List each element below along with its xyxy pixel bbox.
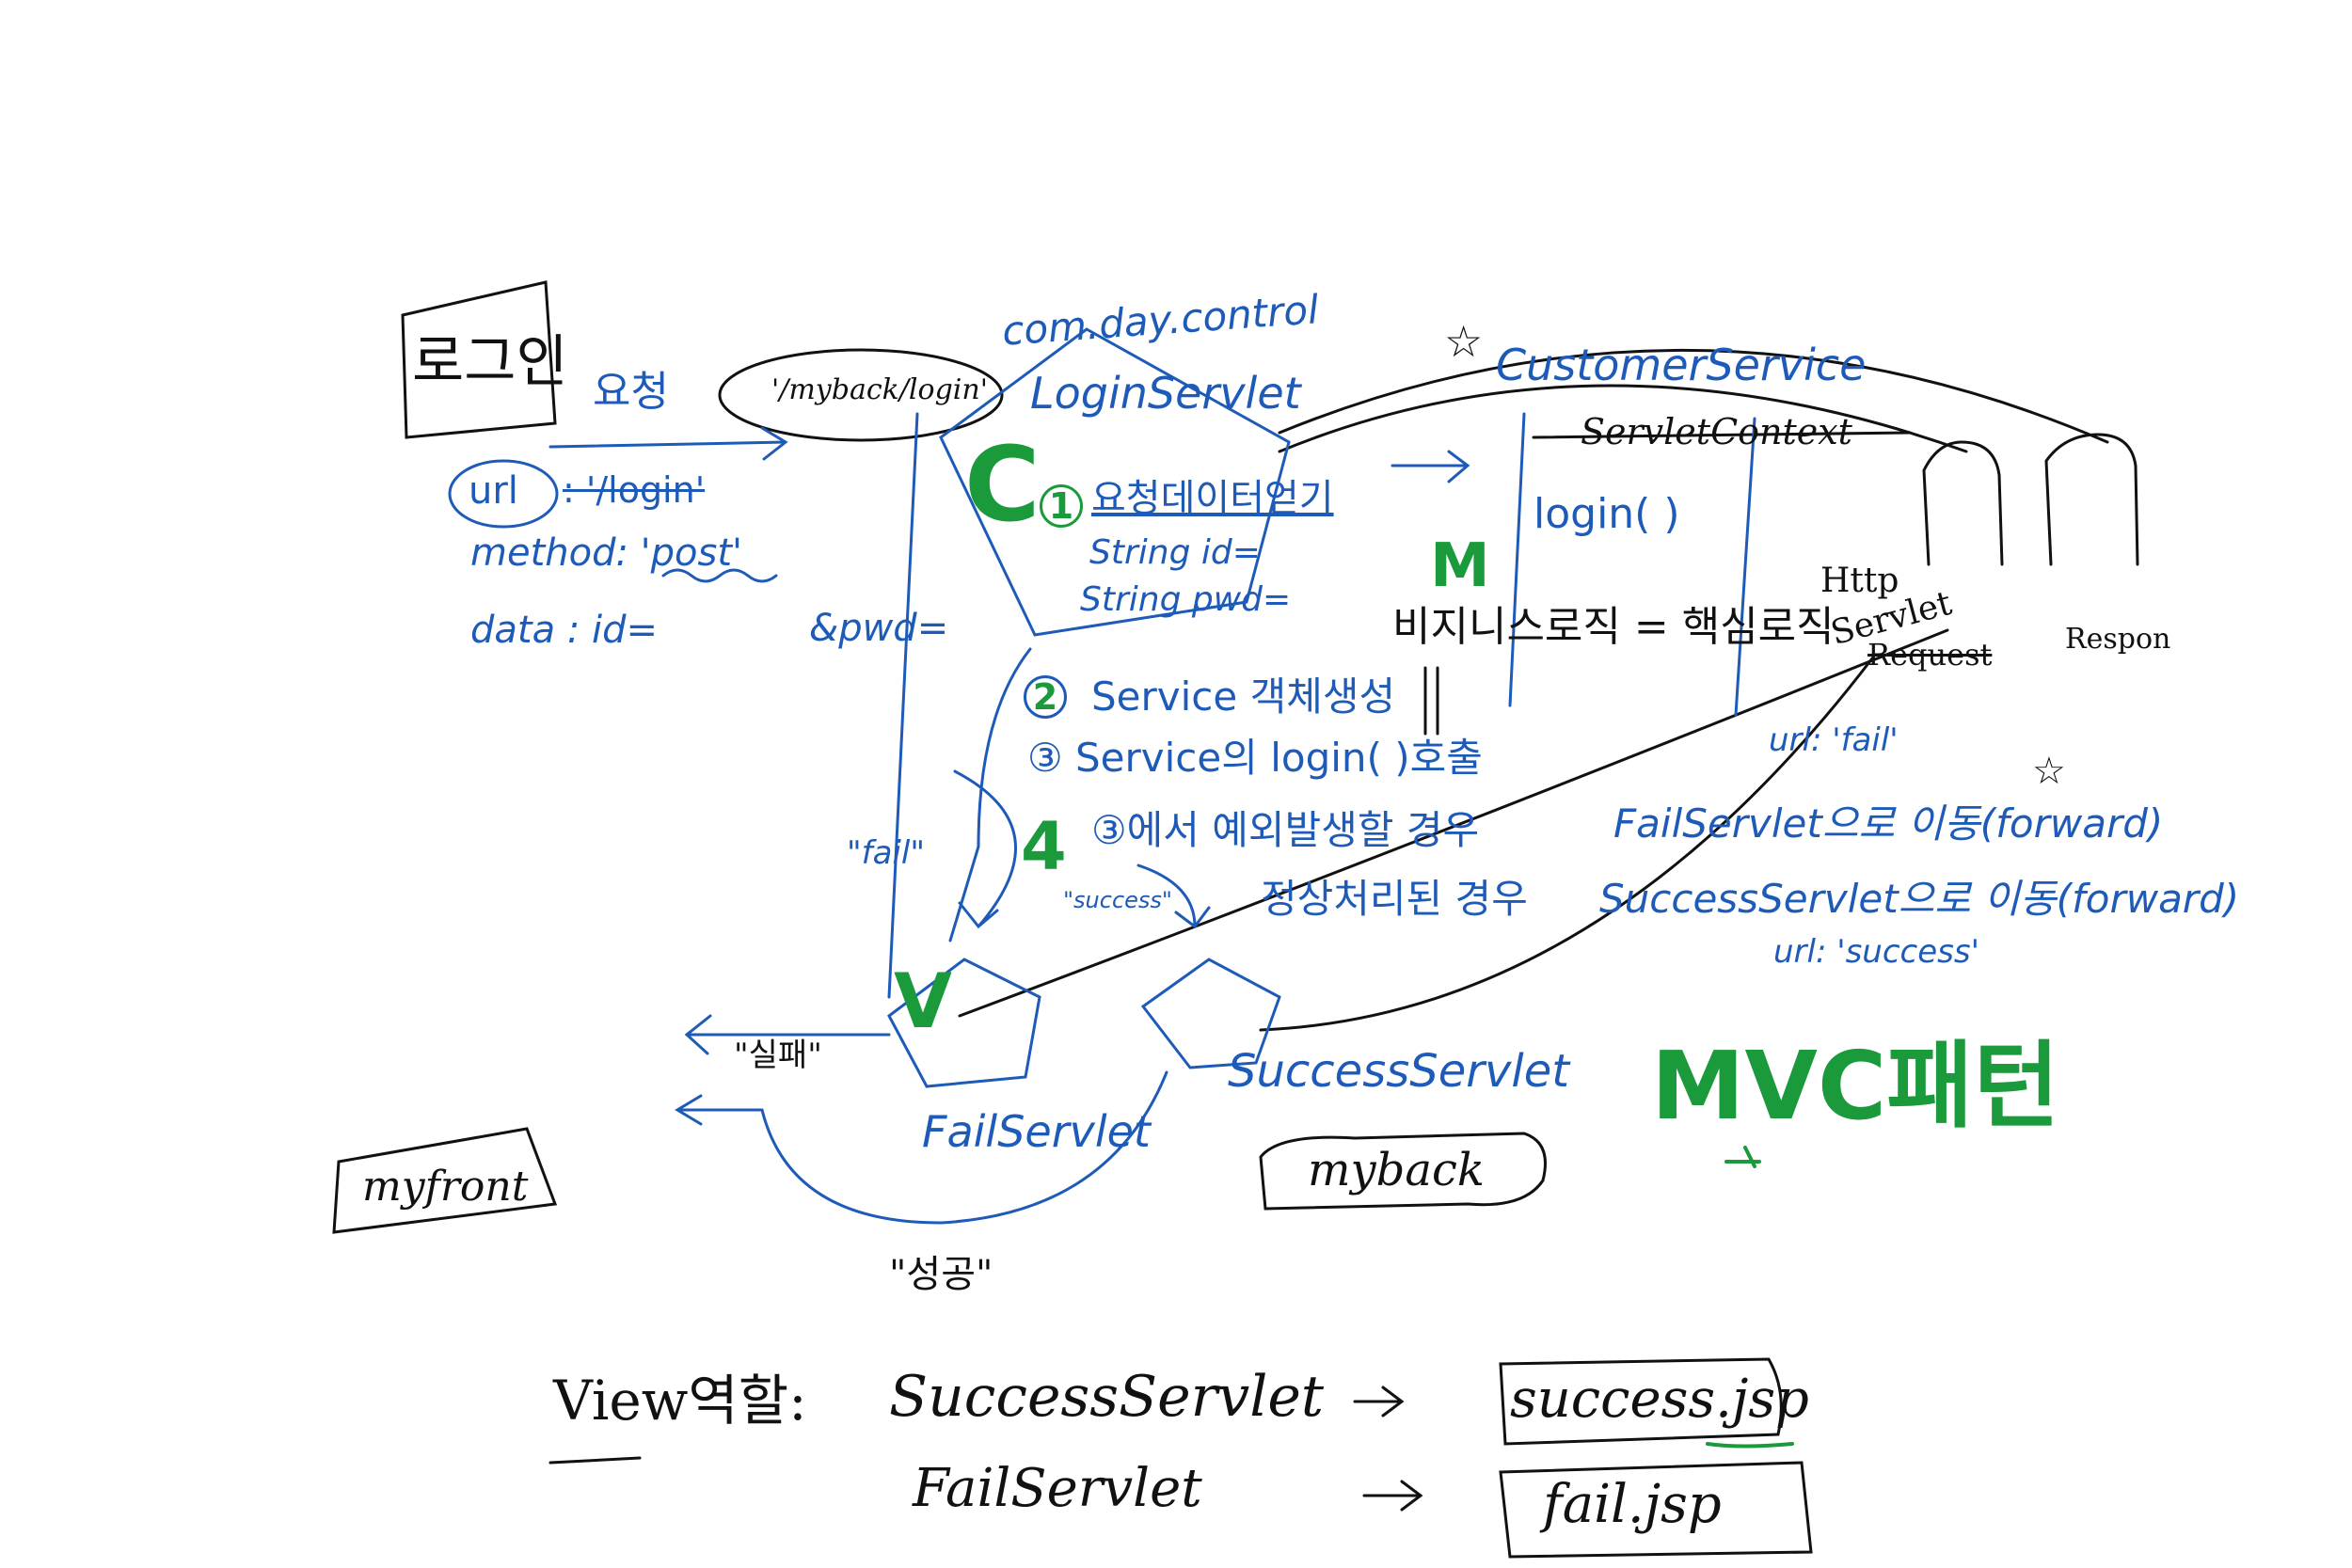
request-label: Request xyxy=(1867,637,1993,673)
request-box xyxy=(1922,440,2004,566)
success-result: "성공" xyxy=(889,1253,993,1296)
url-fail: url: 'fail' xyxy=(1769,721,1899,759)
fail-result: "실패" xyxy=(734,1037,822,1074)
success-servlet-pentagon xyxy=(1140,958,1281,1069)
fail-quote: "fail" xyxy=(847,834,925,872)
step2-num: 2 xyxy=(1024,675,1067,719)
fail-jsp-label: fail.jsp xyxy=(1543,1474,1722,1535)
login-box-outline xyxy=(401,280,557,439)
response-label: Respon xyxy=(2065,623,2171,656)
success-forward: SuccessServlet으로 이동(forward) xyxy=(1599,876,2240,922)
step1-num: 1 xyxy=(1040,484,1083,528)
arrow-success xyxy=(1353,1386,1405,1418)
response-box xyxy=(2044,433,2139,566)
fail-jsp-box xyxy=(1499,1461,1813,1559)
myfront-box xyxy=(332,1127,558,1234)
myfront-label: myfront xyxy=(362,1163,529,1211)
string-pwd: String pwd= xyxy=(1080,580,1292,619)
url-value: : '/login' xyxy=(563,469,706,511)
data-line: data : id= xyxy=(470,609,659,652)
star-mark: ☆ xyxy=(1444,316,1484,367)
step4b-text: 정상처리된 경우 xyxy=(1261,876,1528,922)
customer-service-label: CustomerService xyxy=(1496,340,1867,390)
step1-text: 요청데이터얻기 xyxy=(1091,477,1334,520)
bottom-fail-servlet: FailServlet xyxy=(913,1458,1202,1519)
mvc-title: MVC패턴 xyxy=(1651,1031,2060,1141)
login-servlet-label: LoginServlet xyxy=(1030,368,1301,419)
url-key: url xyxy=(469,469,518,513)
http-label: Http xyxy=(1820,562,1899,600)
model-letter: M xyxy=(1430,531,1490,601)
step4a-text: ③에서 예외발생할 경우 xyxy=(1091,807,1480,853)
url-bubble-text: '/myback/login' xyxy=(771,373,988,406)
success-servlet-label: SuccessServlet xyxy=(1228,1045,1570,1098)
method-line: method: 'post' xyxy=(470,531,743,575)
steps-bracket xyxy=(948,647,1032,942)
success-arrow xyxy=(1136,863,1211,929)
success-quote: "success" xyxy=(1063,887,1172,913)
url-success: url: 'success' xyxy=(1773,933,1979,971)
line-success-to-request xyxy=(1259,657,1874,1032)
struck-servletcontext: ServletContext xyxy=(1581,411,1852,452)
view-role-label: View역할: xyxy=(553,1369,807,1433)
fail-arrow xyxy=(953,769,1018,929)
request-label: 요청 xyxy=(593,368,669,416)
login-box-label: 로그인 xyxy=(412,329,568,395)
string-id: String id= xyxy=(1089,533,1261,572)
step4-num: 4 xyxy=(1021,808,1067,885)
step3-text: ③ Service의 login( )호출 xyxy=(1027,735,1483,781)
line-fail-to-request xyxy=(958,628,1949,1018)
customer-service-box xyxy=(1508,412,1756,717)
mvc-mark xyxy=(1724,1146,1761,1168)
arc-to-response xyxy=(1278,348,2109,444)
strike-servletcontext xyxy=(1532,431,1912,439)
success-result-arrow xyxy=(675,1070,1168,1225)
controller-pentagon xyxy=(939,327,1291,637)
jsp-underline xyxy=(1706,1442,1794,1449)
post-squiggle xyxy=(661,568,778,583)
fail-forward: FailServlet으로 이동(forward) xyxy=(1613,800,2164,847)
fail-servlet-label: FailServlet xyxy=(922,1106,1151,1157)
fail-servlet-pentagon xyxy=(887,958,1041,1088)
bottom-success-servlet: SuccessServlet xyxy=(889,1364,1325,1430)
view-underline xyxy=(548,1456,642,1465)
business-logic: 비지니스로직 = 핵심로직 xyxy=(1392,603,1835,651)
url-circle xyxy=(448,459,559,529)
success-jsp-label: success.jsp xyxy=(1510,1369,1809,1430)
myback-label: myback xyxy=(1308,1144,1485,1196)
front-back-divider xyxy=(887,412,919,999)
url-bubble-outline xyxy=(718,348,1004,442)
arc-to-request xyxy=(1278,384,1968,453)
success-jsp-box xyxy=(1499,1357,1783,1446)
model-login-method: login( ) xyxy=(1534,490,1680,538)
controller-to-model-arrow xyxy=(1391,450,1470,483)
myback-box xyxy=(1259,1132,1547,1211)
step2-text: Service 객체생성 xyxy=(1091,673,1396,720)
view-letter: V xyxy=(894,958,952,1045)
fail-result-arrow xyxy=(684,1014,891,1055)
request-arrow xyxy=(548,426,788,461)
controller-letter: C xyxy=(964,424,1041,545)
pwd-part: &pwd= xyxy=(809,607,949,650)
star-mark-2: ☆ xyxy=(2032,750,2066,793)
arrow-fail xyxy=(1362,1480,1423,1512)
